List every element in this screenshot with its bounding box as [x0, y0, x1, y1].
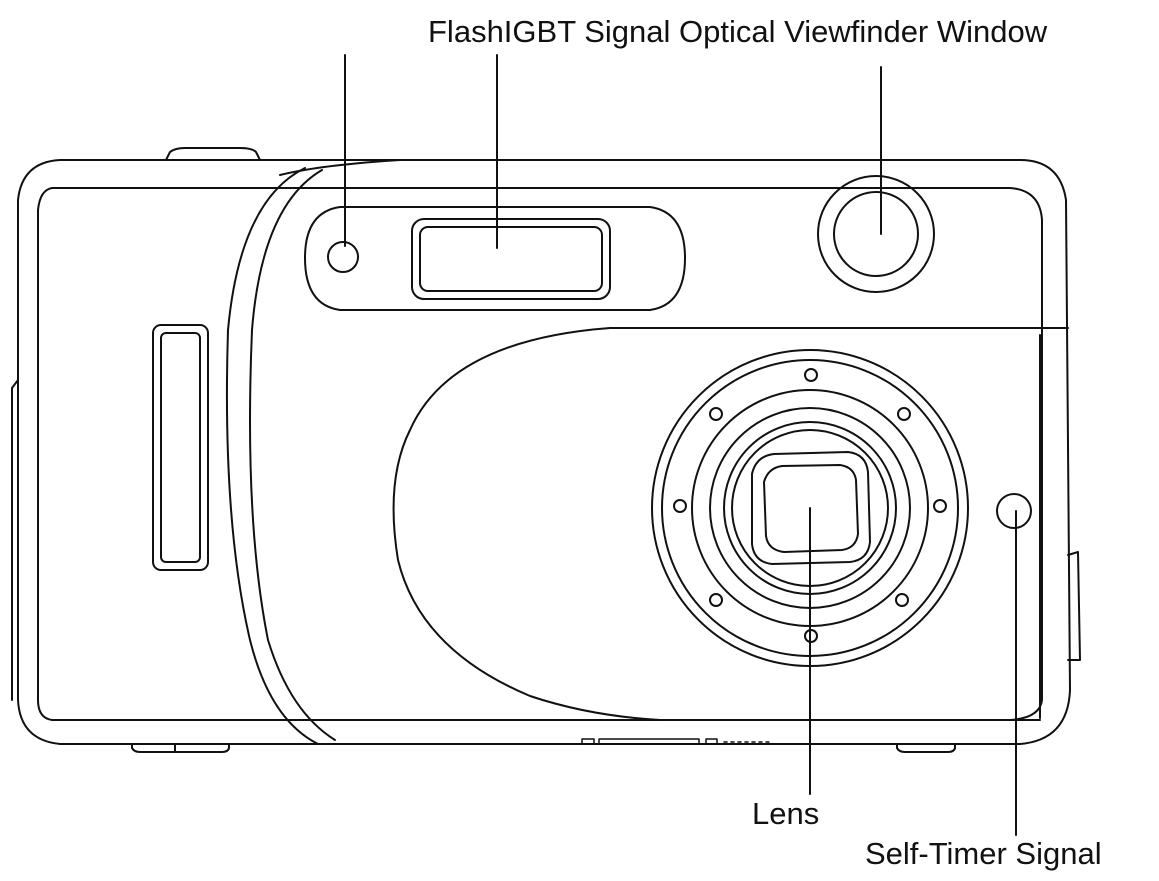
side-connector-door [1068, 552, 1080, 660]
flash-panel [305, 207, 685, 310]
self-timer-signal-label: Self-Timer Signal [865, 836, 1102, 871]
bottom-feet [132, 745, 955, 752]
flash-window [412, 219, 610, 299]
hand-grip [227, 160, 400, 744]
top-callout-labels: FlashIGBT Signal Optical Viewfinder Wind… [428, 14, 1048, 49]
self-timer-signal-window [997, 494, 1031, 528]
grip-badge [153, 325, 208, 570]
flash-signal-window [328, 242, 358, 272]
lens-assembly [652, 350, 968, 666]
viewfinder-window [818, 176, 934, 292]
lens-cover-panel [394, 328, 1068, 720]
callout-leader-lines [345, 55, 1016, 835]
lens-label: Lens [752, 796, 820, 831]
bottom-vent [582, 739, 770, 744]
shutter-button [166, 148, 260, 160]
camera-body-outline [12, 160, 1070, 744]
